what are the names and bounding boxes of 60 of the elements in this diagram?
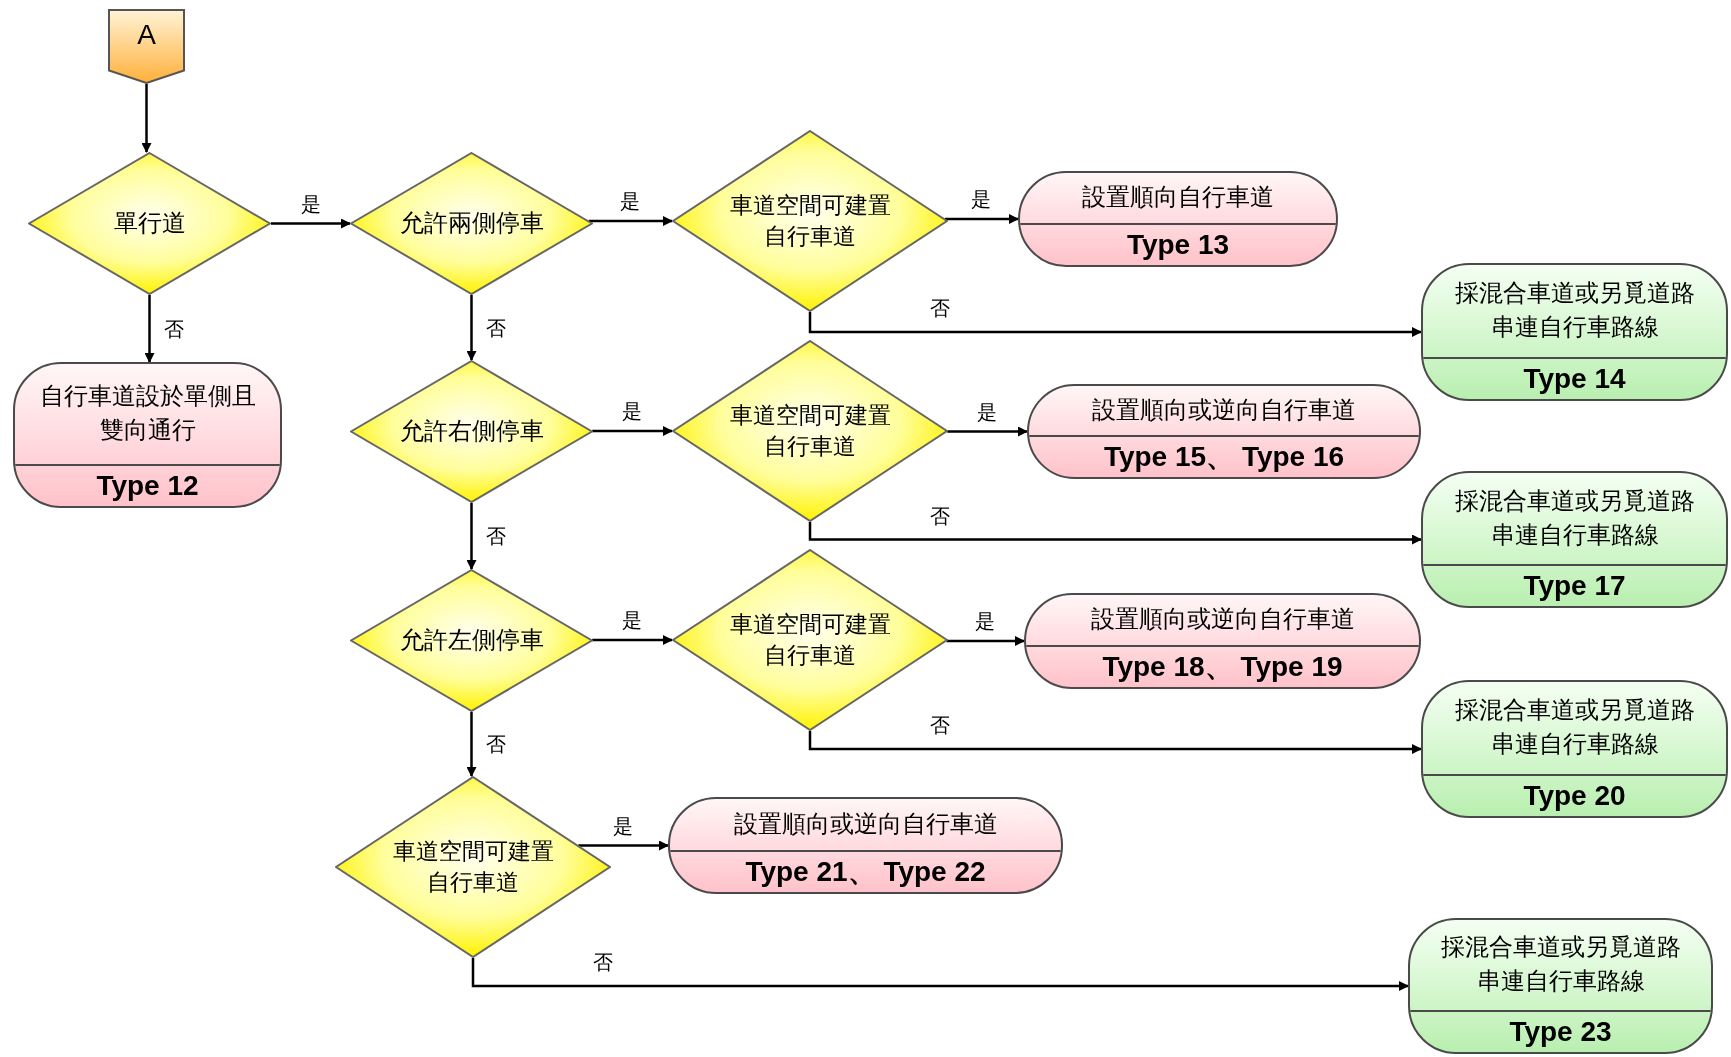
result-text: 設置順向自行車道: [1082, 182, 1274, 214]
arrow: [808, 312, 1422, 337]
decision-text: 車道空間可建置自行車道: [728, 400, 892, 461]
type-label: Type 14: [1523, 365, 1626, 393]
result-terminal: [1421, 680, 1728, 818]
edge-label: 否: [591, 952, 615, 972]
connector-label: A: [137, 21, 156, 49]
type-label: Type 17: [1523, 572, 1626, 600]
decision-text: 車道空間可建置自行車道: [391, 836, 555, 897]
result-terminal: [1408, 918, 1713, 1054]
edge-label: 否: [161, 318, 186, 339]
arrow: [808, 522, 1422, 545]
arrow: [592, 635, 673, 645]
arrow: [808, 731, 1422, 754]
result-terminal: [1421, 263, 1728, 401]
result-text: 採混合車道或另覓道路串連自行車路線: [1453, 485, 1696, 551]
type-label: Type 13: [1126, 231, 1230, 259]
result-text: 設置順向或逆向自行車道: [1090, 604, 1355, 636]
decision-text: 車道空間可建置自行車道: [728, 609, 892, 670]
decision-text: 車道空間可建置自行車道: [728, 190, 892, 251]
decision-diamond: [350, 569, 593, 712]
result-terminal: [1421, 471, 1728, 608]
edge-label: 否: [483, 734, 508, 754]
type-label: Type 18、 Type 19: [1102, 653, 1343, 681]
arrow: [466, 503, 477, 570]
result-text: 設置順向或逆向自行車道: [733, 808, 998, 840]
arrow: [466, 712, 477, 777]
edge-label: 是: [298, 193, 323, 214]
decision-diamond: [350, 152, 593, 295]
decision-text: 單行道: [113, 208, 186, 240]
decision-text: 允許左側停車: [399, 625, 544, 657]
arrow: [144, 295, 155, 363]
decision-diamond: [28, 152, 271, 295]
arrow: [466, 295, 477, 361]
arrow: [271, 218, 351, 229]
decision-text: 允許兩側停車: [399, 208, 544, 240]
edge-label: 否: [483, 317, 508, 338]
decision-diamond: [350, 360, 593, 503]
result-text: 採混合車道或另覓道路串連自行車路線: [1439, 932, 1682, 997]
result-terminal: [13, 362, 282, 508]
result-text: 自行車道設於單側且雙向通行: [39, 381, 256, 446]
result-text: 採混合車道或另覓道路串連自行車路線: [1453, 695, 1696, 760]
type-label: Type 15、 Type 16: [1103, 443, 1345, 471]
arrow: [141, 84, 152, 153]
arrow: [592, 426, 673, 436]
arrow: [944, 214, 1019, 224]
result-text: 採混合車道或另覓道路串連自行車路線: [1453, 278, 1696, 343]
edge-label: 否: [483, 526, 508, 546]
arrow: [588, 216, 673, 226]
arrow: [471, 958, 1409, 991]
off-page-connector: [108, 9, 185, 84]
type-label: Type 20: [1523, 782, 1626, 810]
type-label: Type 23: [1509, 1018, 1612, 1046]
arrow: [946, 636, 1025, 646]
type-label: Type 12: [96, 472, 199, 500]
type-label: Type 21、 Type 22: [745, 858, 986, 886]
result-text: 設置順向或逆向自行車道: [1092, 394, 1356, 426]
decision-text: 允許右側停車: [399, 416, 544, 448]
arrow: [578, 840, 669, 851]
arrow: [947, 426, 1028, 437]
